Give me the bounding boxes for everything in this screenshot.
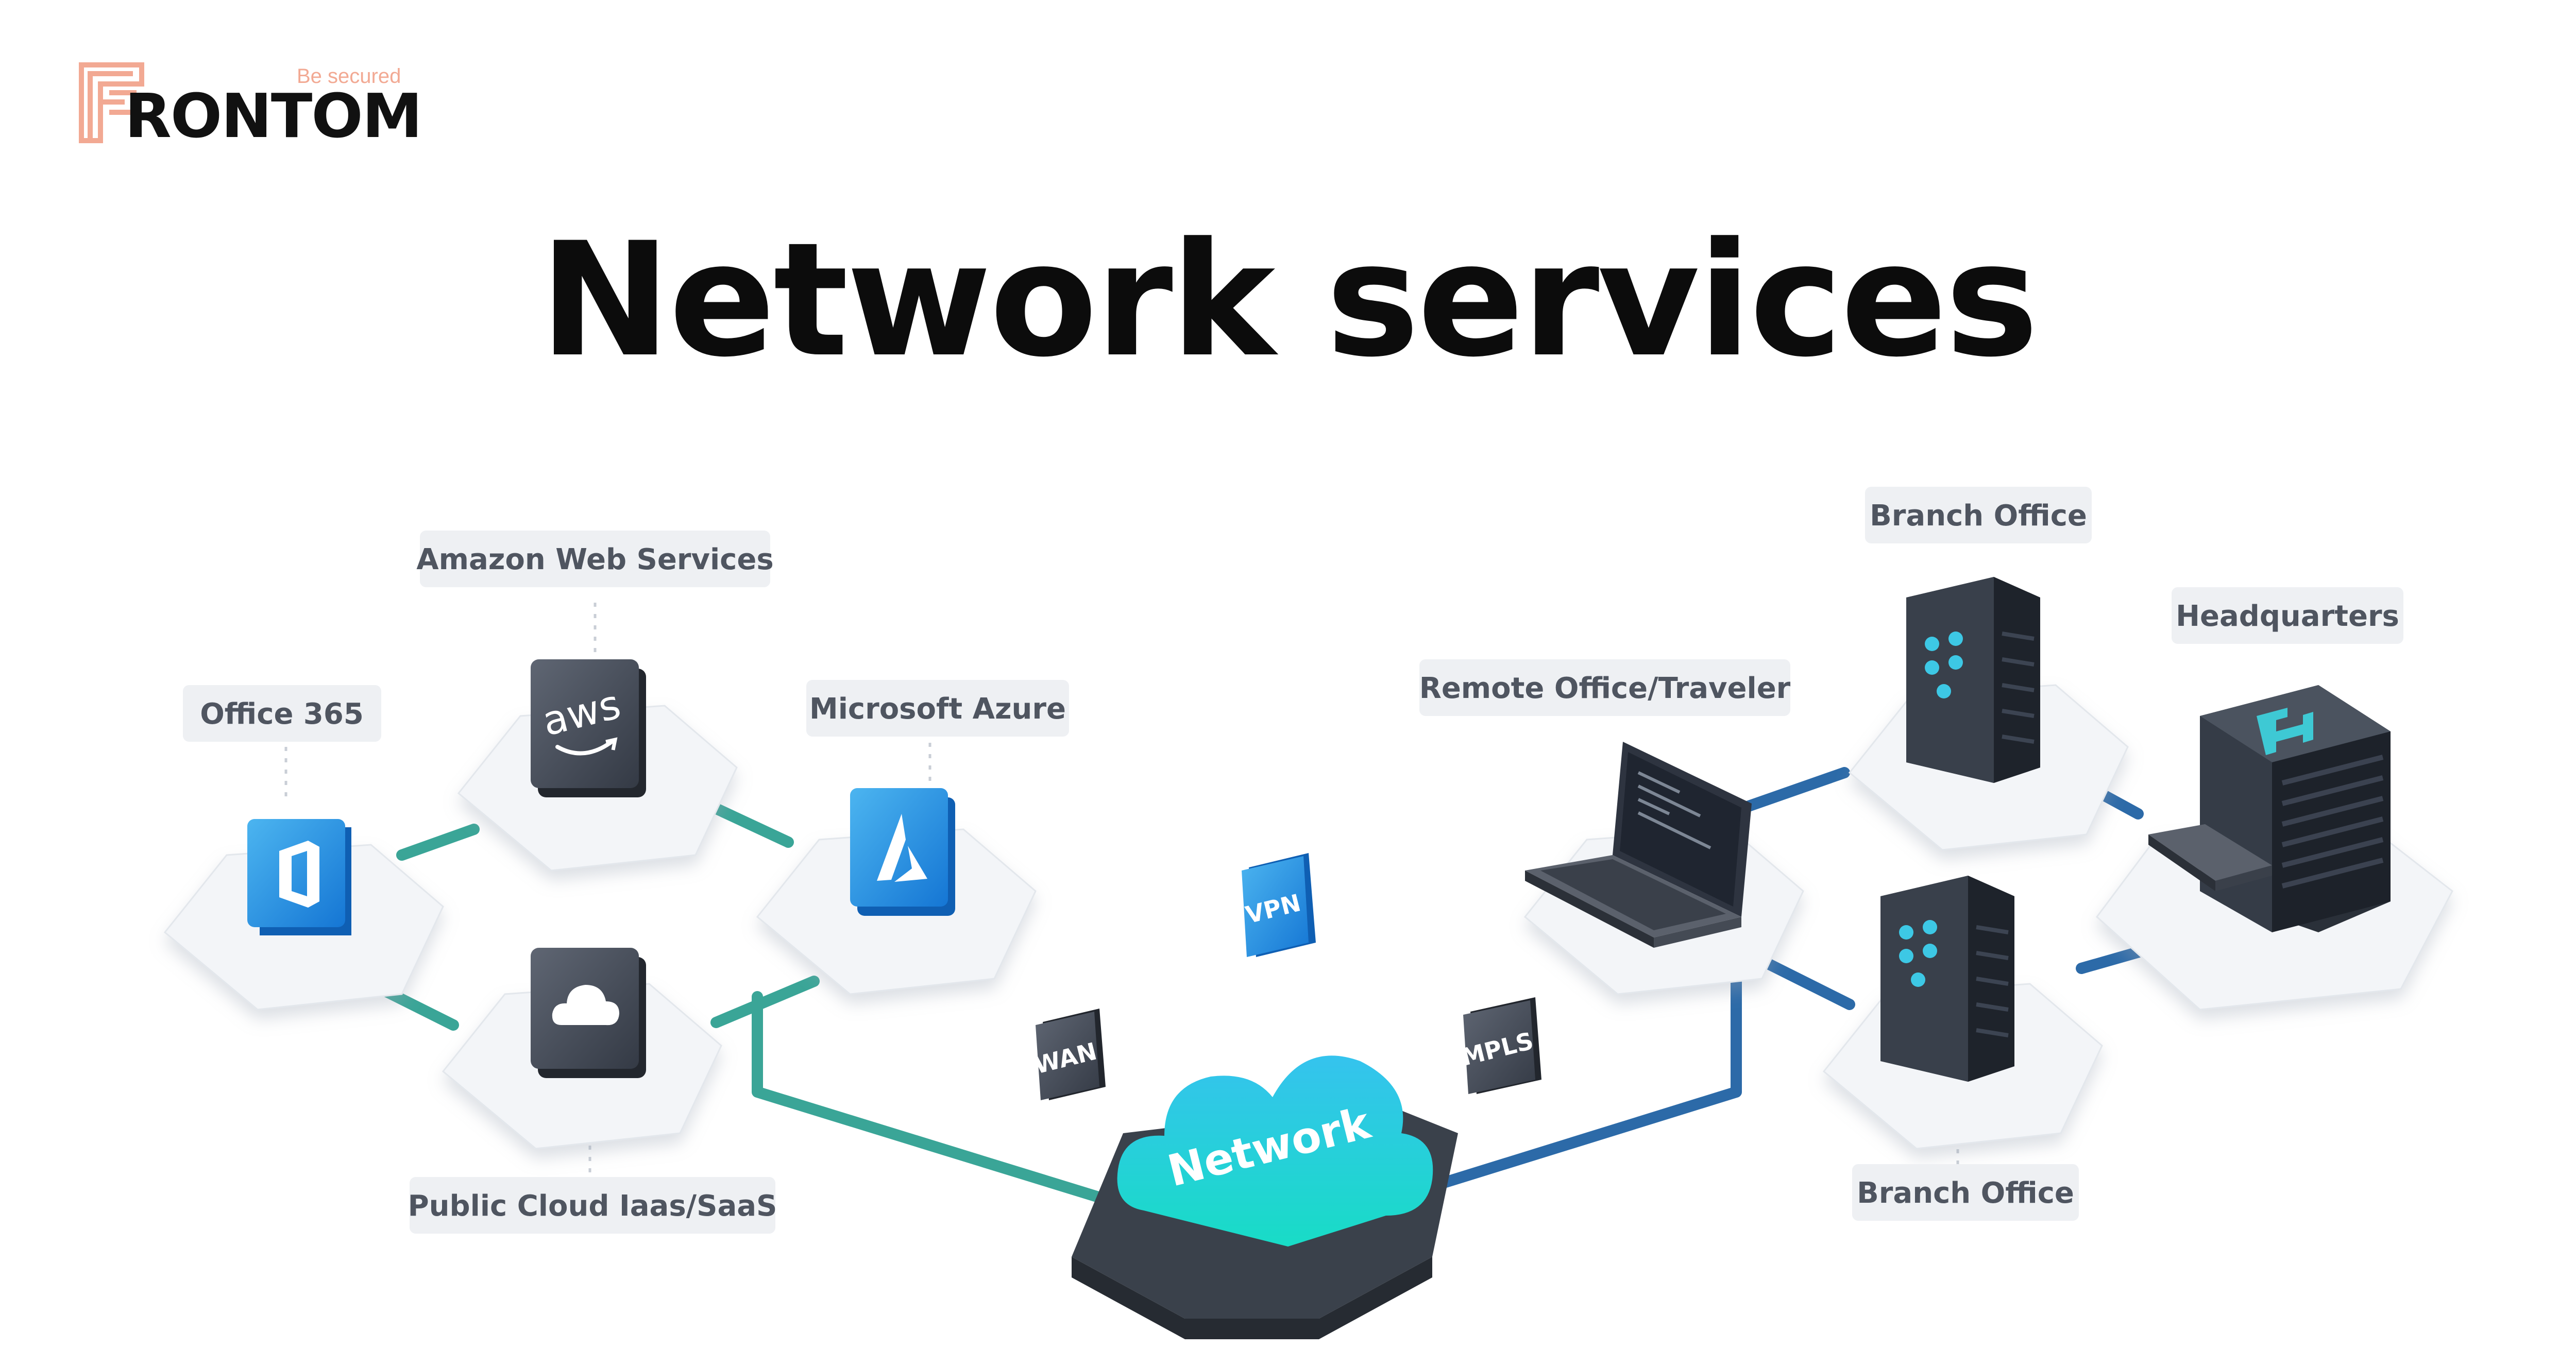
mpls-badge[interactable]: MPLS [1459,997,1541,1094]
server-icon-bottom[interactable] [1880,876,2014,1082]
label-office365: Office 365 [183,685,381,742]
label-headquarters: Headquarters [2172,587,2403,644]
label-headquarters-text: Headquarters [2176,600,2399,633]
brand-tagline: Be secured [297,65,401,88]
label-aws-text: Amazon Web Services [416,543,773,576]
label-branch-bottom-text: Branch Office [1857,1176,2074,1210]
label-branch-top-text: Branch Office [1870,499,2087,533]
link-public-azure [710,976,820,1028]
label-branch-top: Branch Office [1865,487,2092,543]
label-azure-text: Microsoft Azure [809,692,1066,726]
building-icon[interactable] [2148,685,2391,932]
laptop-icon[interactable] [1525,742,1752,948]
brand-name: RONTOM [125,80,422,151]
office-icon[interactable] [247,819,351,935]
frontom-f-icon [79,62,144,143]
azure-icon[interactable] [850,788,955,916]
network-cloud-icon[interactable]: Network [1072,1055,1458,1339]
server-icon-top[interactable] [1906,577,2040,783]
aws-logo-icon[interactable]: aws [531,659,646,797]
label-public-cloud: Public Cloud Iaas/SaaS [408,1177,777,1234]
vpn-badge[interactable]: VPN [1242,853,1316,957]
label-remote-text: Remote Office/Traveler [1419,672,1791,705]
link-remote-branch-top [1736,767,1850,814]
link-aws-azure [705,800,794,848]
link-network-remote [1432,947,1742,1190]
cloud-icon[interactable] [531,948,646,1078]
page-title: Network services [539,209,2039,391]
label-azure: Microsoft Azure [806,680,1069,737]
link-office-aws [396,824,480,861]
label-public-cloud-text: Public Cloud Iaas/SaaS [408,1189,777,1223]
label-remote: Remote Office/Traveler [1419,659,1791,716]
brand-logo: RONTOM Be secured [77,61,422,148]
label-office365-text: Office 365 [200,697,364,731]
wan-badge[interactable]: WAN [1031,1009,1106,1100]
label-aws: Amazon Web Services [416,531,774,587]
link-azure-network [752,991,1139,1214]
label-branch-bottom: Branch Office [1852,1164,2079,1221]
